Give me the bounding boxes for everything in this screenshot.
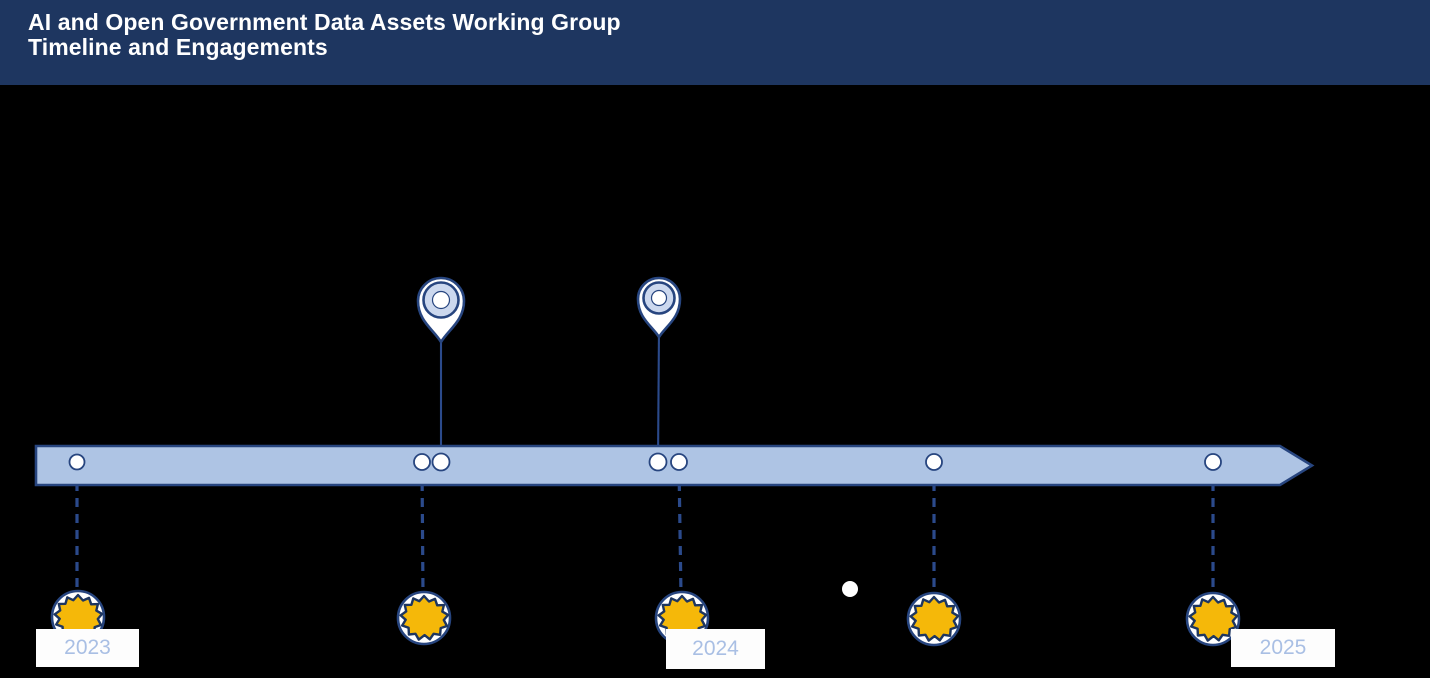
milestone-dot bbox=[431, 452, 451, 472]
page-title: AI and Open Government Data Assets Worki… bbox=[28, 9, 621, 60]
milestone-dot bbox=[670, 453, 688, 471]
milestone-dot bbox=[925, 453, 943, 471]
map-pin-marker[interactable] bbox=[636, 276, 682, 339]
timeline-stage: 2023 2024 2025 bbox=[0, 85, 1430, 678]
milestone-dots bbox=[68, 452, 1222, 472]
starburst-badge[interactable] bbox=[396, 590, 452, 646]
starburst-badge[interactable] bbox=[1185, 591, 1241, 647]
timeline-graphic bbox=[34, 276, 1315, 647]
header-bar: AI and Open Government Data Assets Worki… bbox=[0, 0, 1430, 85]
milestone-dot bbox=[68, 453, 86, 471]
map-pin-marker[interactable] bbox=[416, 276, 466, 344]
milestone-dot bbox=[648, 452, 668, 472]
starburst-badge[interactable] bbox=[906, 591, 962, 647]
pin-connectors bbox=[439, 325, 661, 465]
year-label-2025: 2025 bbox=[1231, 629, 1335, 667]
dashed-connectors bbox=[75, 465, 1215, 596]
year-label-2023: 2023 bbox=[36, 629, 139, 667]
milestone-dot bbox=[1204, 453, 1222, 471]
stray-dot bbox=[842, 581, 858, 597]
year-label-2024: 2024 bbox=[666, 629, 765, 669]
milestone-dot bbox=[413, 453, 431, 471]
